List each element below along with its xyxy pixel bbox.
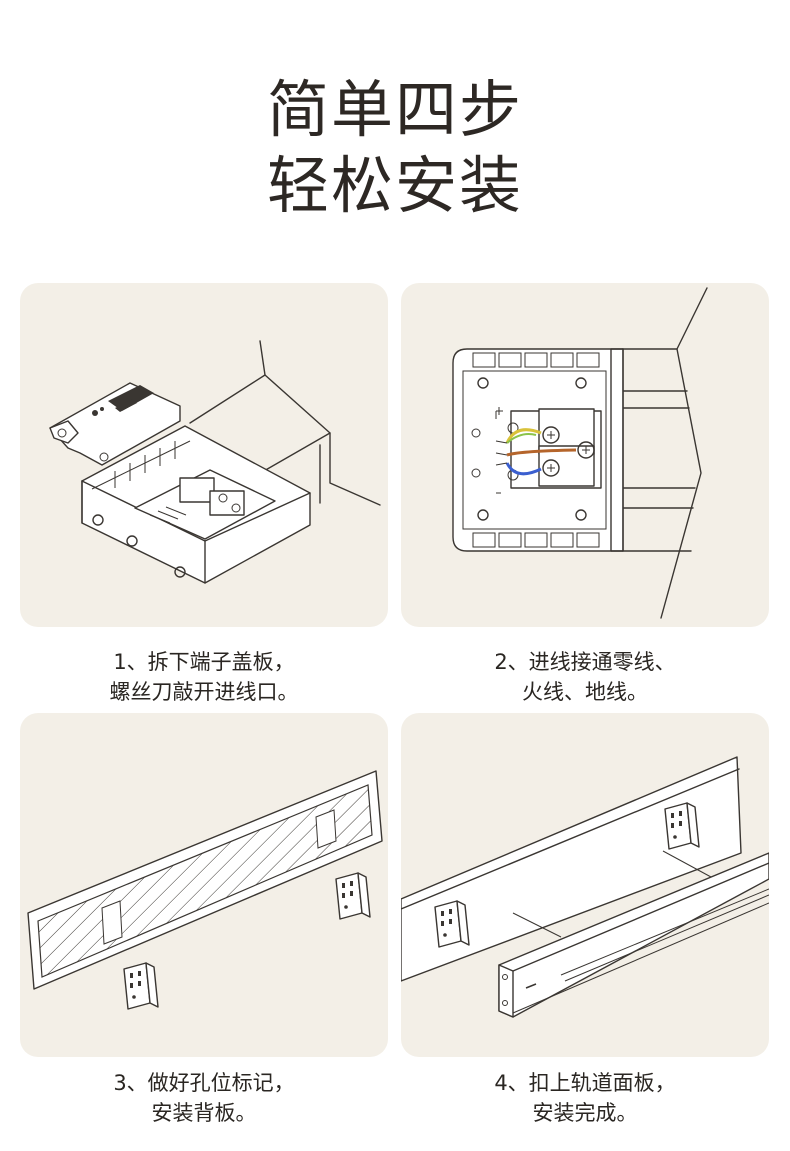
step-2-illustration xyxy=(401,283,769,627)
backplate-drawing xyxy=(27,770,383,1010)
step-3-illustration xyxy=(20,713,388,1057)
step-1-caption: 1、拆下端子盖板， 螺丝刀敲开进线口。 xyxy=(20,647,388,707)
step-3-line-2: 安装背板。 xyxy=(151,1101,257,1125)
step-4-caption: 4、扣上轨道面板， 安装完成。 xyxy=(401,1068,769,1128)
mounting-bracket xyxy=(123,962,159,1010)
step-3-line-1: 3、做好孔位标记， xyxy=(113,1071,295,1095)
wiring-drawing xyxy=(452,287,708,619)
step-2-line-1: 2、进线接通零线、 xyxy=(494,650,676,674)
terminal-box-drawing xyxy=(49,340,381,584)
step-3-caption: 3、做好孔位标记， 安装背板。 xyxy=(20,1068,388,1128)
step-4-line-1: 4、扣上轨道面板， xyxy=(494,1071,676,1095)
page-title: 简单四步 轻松安装 xyxy=(0,72,790,224)
step-1-line-1: 1、拆下端子盖板， xyxy=(113,650,295,674)
step-1-line-2: 螺丝刀敲开进线口。 xyxy=(109,680,299,704)
step-4-line-2: 安装完成。 xyxy=(532,1101,638,1125)
step-4-illustration xyxy=(401,713,769,1057)
track-panel-drawing xyxy=(401,756,769,1018)
title-line-1: 简单四步 xyxy=(266,73,523,146)
mounting-bracket xyxy=(434,900,470,948)
title-line-2: 轻松安装 xyxy=(266,149,523,222)
mounting-bracket xyxy=(335,872,371,920)
step-2-line-2: 火线、地线。 xyxy=(522,680,648,704)
mounting-bracket xyxy=(664,802,700,850)
step-1-illustration xyxy=(20,283,388,627)
step-2-caption: 2、进线接通零线、 火线、地线。 xyxy=(401,647,769,707)
